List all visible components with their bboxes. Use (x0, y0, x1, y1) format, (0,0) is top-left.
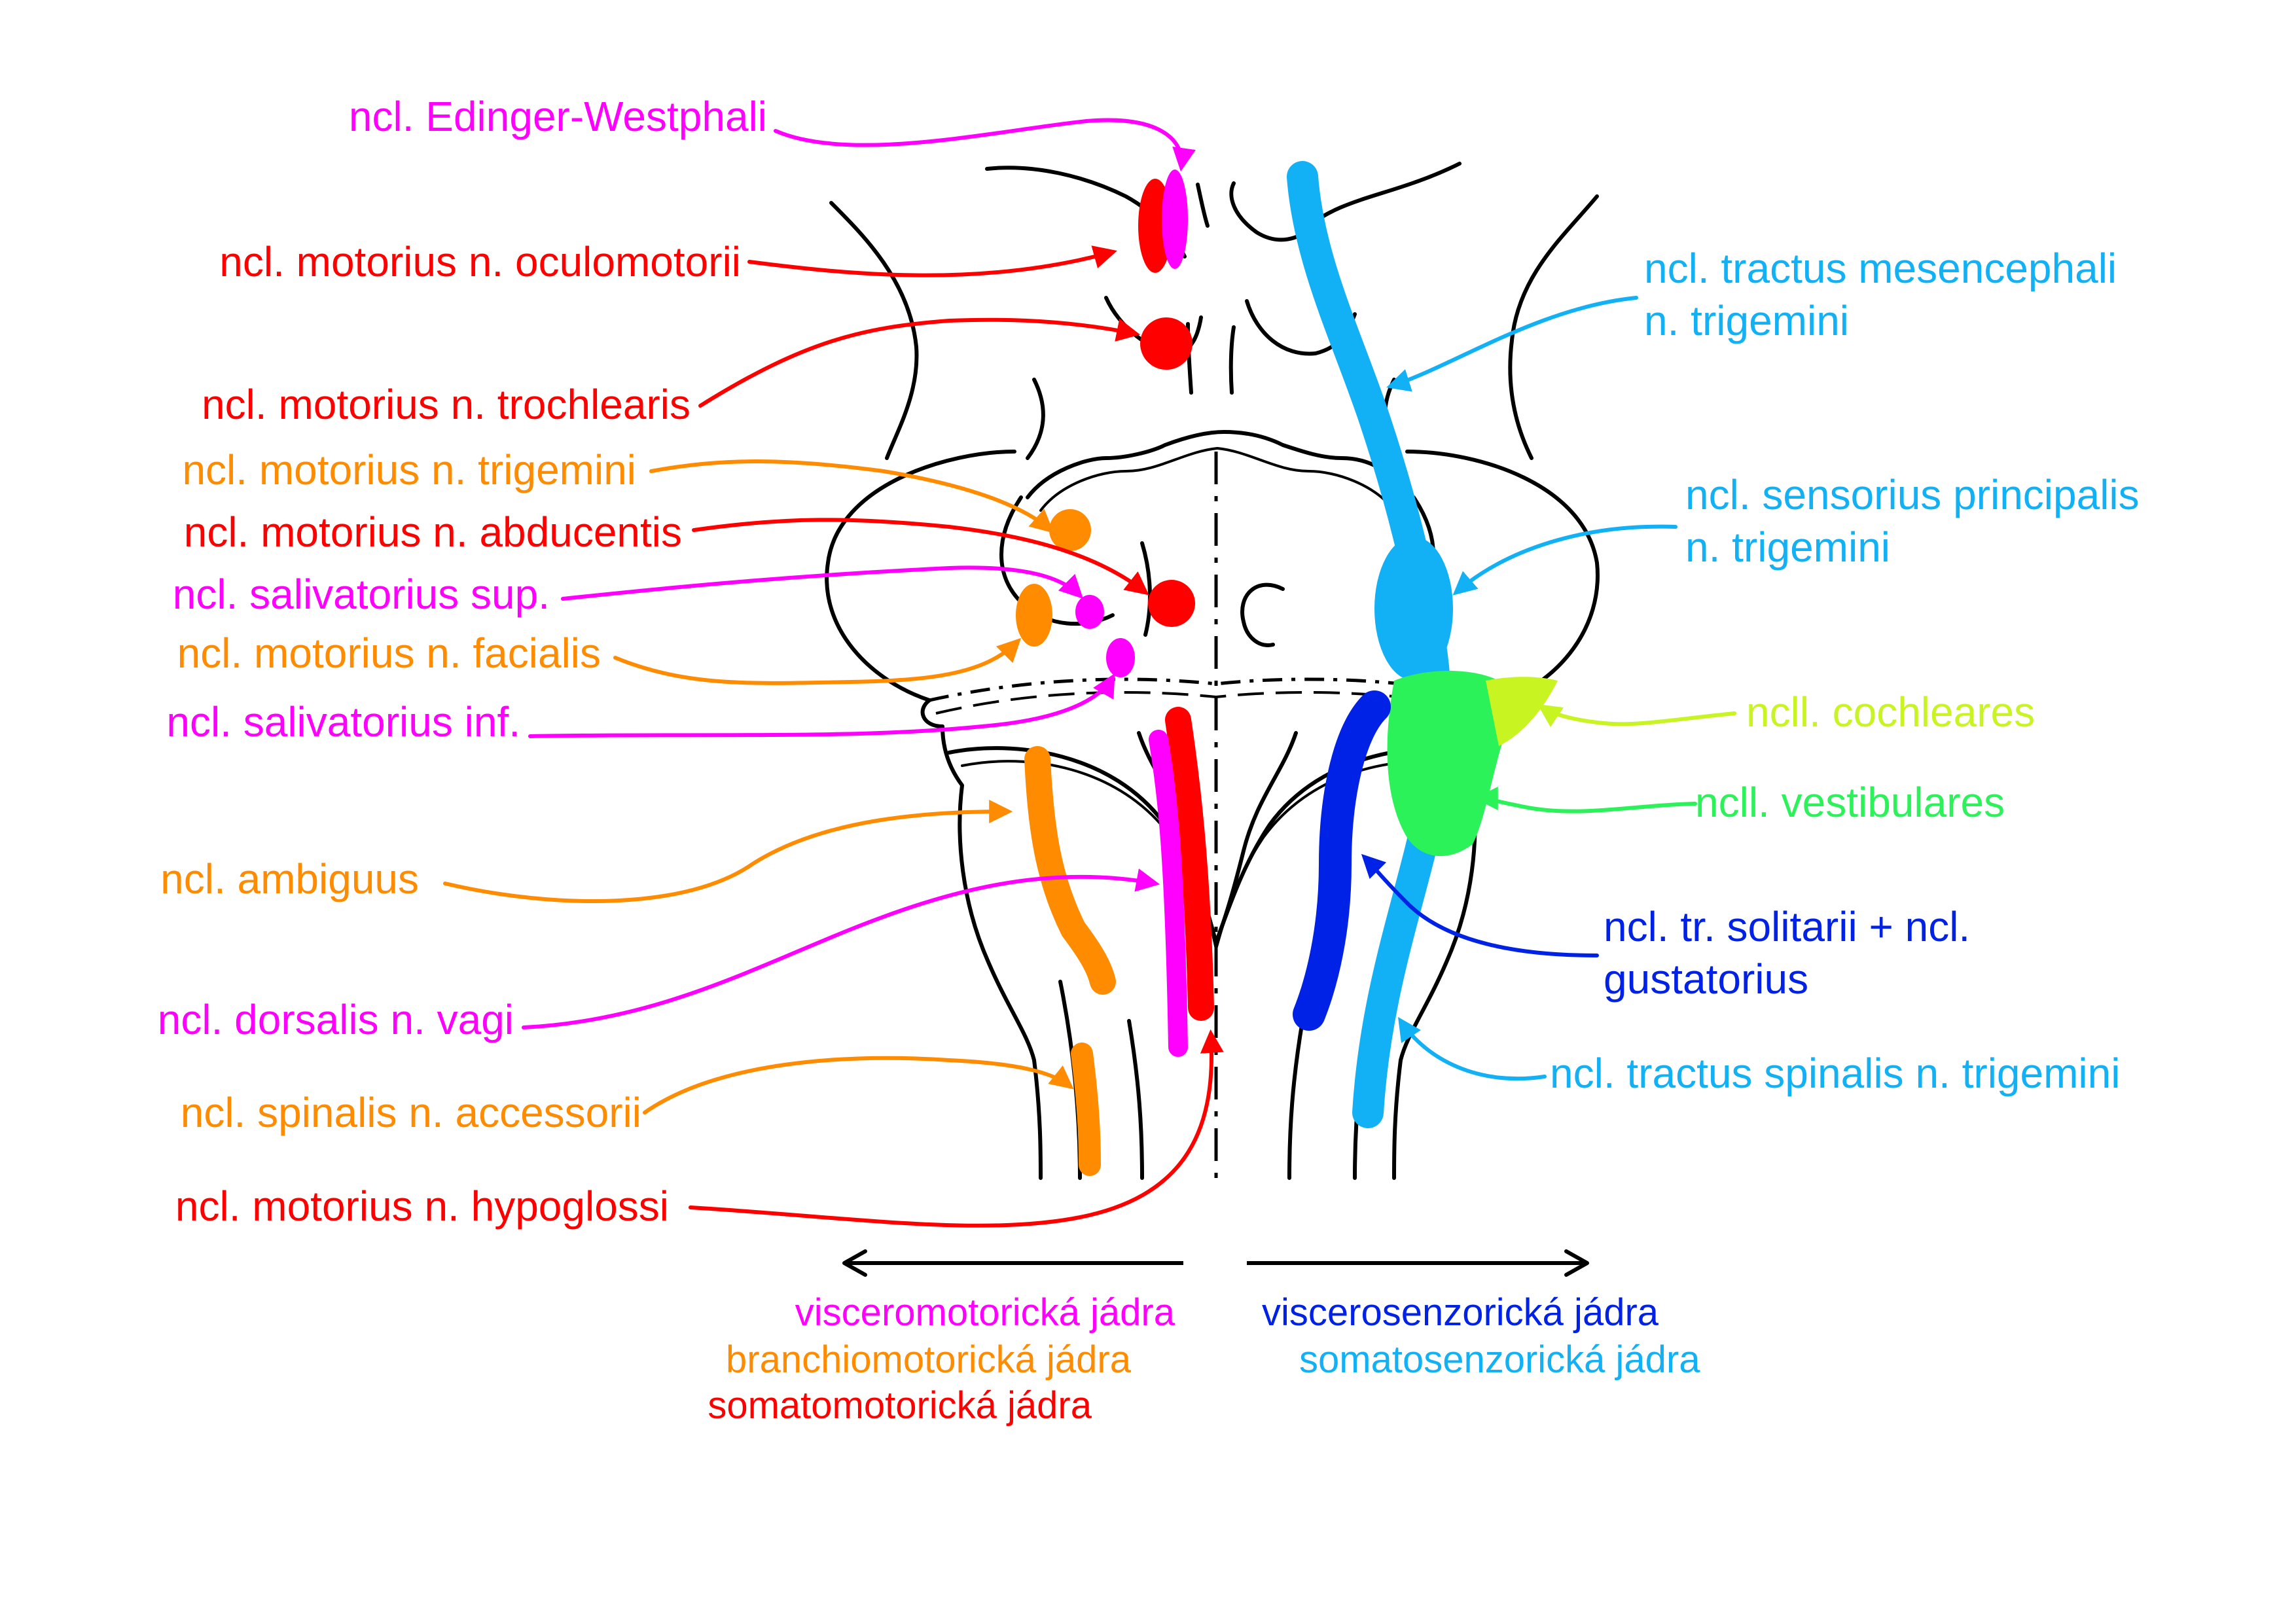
label-edinger-westphali: ncl. Edinger-Westphali (349, 93, 767, 140)
label-mesencephali-line2: n. trigemini (1644, 297, 1849, 344)
edinger-westphal-nucleus (1162, 169, 1188, 269)
label-accessorii: ncl. spinalis n. accessorii (181, 1089, 641, 1136)
vestibular-nuclei-area (1387, 671, 1505, 857)
hypoglossal-nucleus (1165, 707, 1214, 1021)
nuclei (1016, 161, 1558, 1176)
salivatory-inf-nucleus (1106, 638, 1135, 677)
label-ambiguus: ncl. ambiguus (160, 855, 419, 902)
cochlear-nuclei-area (1486, 677, 1558, 746)
ambiguus-nucleus (1024, 746, 1116, 995)
legend-viscerosensory: viscerosenzorická jádra (1262, 1291, 1659, 1334)
salivatory-sup-nucleus (1075, 595, 1104, 629)
label-solitarii-line2: gustatorius (1604, 955, 1808, 1003)
label-facialis: ncl. motorius n. facialis (177, 630, 601, 677)
label-spinalis-trigemini: ncl. tractus spinalis n. trigemini (1550, 1050, 2120, 1097)
labels-left: ncl. Edinger-Westphali ncl. motorius n. … (158, 93, 767, 1230)
accessory-spinal-nucleus (1071, 1043, 1101, 1176)
legend-branchiomotor: branchiomotorická jádra (726, 1338, 1132, 1381)
label-vestibulares: ncll. vestibulares (1695, 779, 2005, 826)
legend: visceromotorická jádra branchiomotorická… (708, 1291, 1700, 1427)
label-mesencephali-line1: ncl. tractus mesencephali (1644, 245, 2117, 292)
label-sensorius-line2: n. trigemini (1685, 524, 1890, 571)
trochlear-nucleus (1140, 317, 1193, 370)
trigeminal-motor-nucleus (1049, 509, 1091, 551)
label-oculomotorii: ncl. motorius n. oculomotorii (219, 238, 741, 285)
label-salivatorius-inf: ncl. salivatorius inf. (166, 698, 520, 745)
label-abducentis: ncl. motorius n. abducentis (184, 508, 682, 556)
abducens-nucleus (1148, 580, 1195, 627)
label-sensorius-line1: ncl. sensorius principalis (1685, 471, 2140, 518)
legend-visceromotor: visceromotorická jádra (795, 1291, 1175, 1334)
labels-right: ncl. tractus mesencephali n. trigemini n… (1550, 245, 2140, 1097)
label-cochleares: ncll. cochleares (1746, 688, 2035, 736)
solitary-nucleus-column (1293, 690, 1391, 1031)
facial-motor-nucleus (1016, 584, 1052, 647)
legend-somatosensory: somatosenzorická jádra (1299, 1338, 1700, 1381)
label-dorsalis-vagi: ncl. dorsalis n. vagi (158, 996, 514, 1043)
label-salivatorius-sup: ncl. salivatorius sup. (173, 571, 550, 618)
leader-lines (443, 118, 1736, 1228)
label-motor-trigemini: ncl. motorius n. trigemini (182, 446, 636, 493)
legend-somatomotor: somatomotorická jádra (708, 1384, 1092, 1427)
label-trochlearis: ncl. motorius n. trochlearis (202, 381, 691, 428)
dorsal-vagal-nucleus (1149, 730, 1188, 1057)
label-hypoglossi: ncl. motorius n. hypoglossi (175, 1183, 669, 1230)
legend-arrows (842, 1249, 1589, 1277)
label-solitarii-line1: ncl. tr. solitarii + ncl. (1604, 903, 1970, 950)
brainstem-outline (825, 162, 1600, 1180)
sensorius-principalis-blob (1374, 537, 1453, 681)
